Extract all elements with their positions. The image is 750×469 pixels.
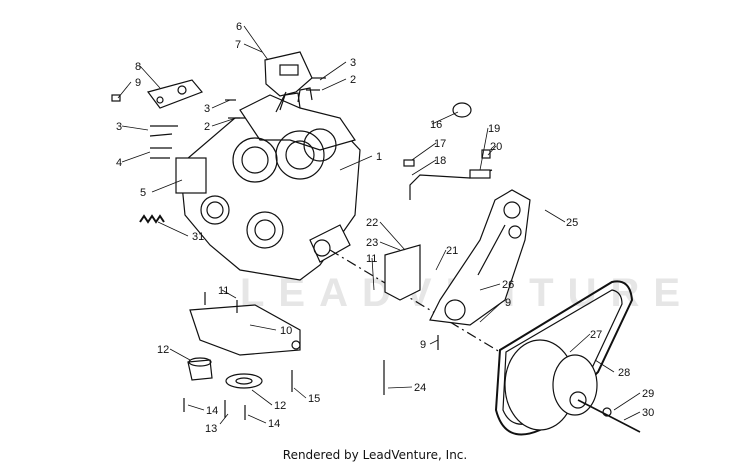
part-clutch	[504, 339, 641, 433]
part-bracket-22	[384, 244, 421, 301]
callout-21: 21	[446, 245, 458, 257]
part-handle	[264, 51, 313, 113]
callout-29: 29	[642, 388, 654, 400]
callout-6: 6	[236, 21, 242, 33]
part-spring	[139, 214, 165, 224]
callout-16: 16	[430, 119, 442, 131]
callout-9: 9	[135, 77, 141, 89]
callout-2: 2	[350, 74, 356, 86]
callout-11: 11	[366, 253, 377, 265]
footer-credit: Rendered by LeadVenture, Inc.	[282, 448, 468, 462]
callout-23: 23	[366, 237, 378, 249]
callout-4: 4	[116, 157, 122, 169]
part-mount-plate	[429, 189, 531, 326]
callout-8: 8	[135, 61, 141, 73]
callout-20: 20	[490, 141, 502, 153]
part-rubber-mounts	[187, 357, 263, 389]
callout-17: 17	[434, 138, 446, 150]
callout-27: 27	[590, 329, 602, 341]
part-bracket-8	[146, 79, 203, 109]
callout-22: 22	[366, 217, 378, 229]
part-mount-bracket	[189, 292, 301, 356]
part-cable	[403, 149, 493, 200]
callout-25: 25	[566, 217, 578, 229]
callout-2: 2	[204, 121, 210, 133]
callout-14: 14	[268, 418, 280, 430]
callout-labels: 6 7 8 9 3 2 3 2 3 4 1 5 31 16 17 18 19 2…	[116, 21, 654, 435]
callout-7: 7	[235, 39, 241, 51]
callout-13: 13	[205, 423, 217, 435]
callout-3: 3	[204, 103, 210, 115]
callout-11: 11	[218, 285, 229, 297]
callout-9: 9	[420, 339, 426, 351]
callout-12: 12	[157, 344, 169, 356]
callout-24: 24	[414, 382, 426, 394]
callout-9: 9	[505, 297, 511, 309]
engine-block	[175, 87, 501, 353]
callout-18: 18	[434, 155, 446, 167]
callout-31: 31	[192, 231, 204, 243]
callout-28: 28	[618, 367, 630, 379]
callout-3: 3	[116, 121, 122, 133]
callout-10: 10	[280, 325, 292, 337]
callout-1: 1	[376, 151, 382, 163]
part-clip-ring	[452, 102, 472, 118]
callout-26: 26	[502, 279, 514, 291]
callout-19: 19	[488, 123, 500, 135]
callout-12: 12	[274, 400, 286, 412]
callout-3: 3	[350, 57, 356, 69]
bolts-lower	[183, 335, 439, 420]
studs	[111, 77, 326, 159]
callout-5: 5	[140, 187, 146, 199]
callout-14: 14	[206, 405, 218, 417]
callout-30: 30	[642, 407, 654, 419]
leader-lines	[117, 25, 641, 425]
callout-15: 15	[308, 393, 320, 405]
